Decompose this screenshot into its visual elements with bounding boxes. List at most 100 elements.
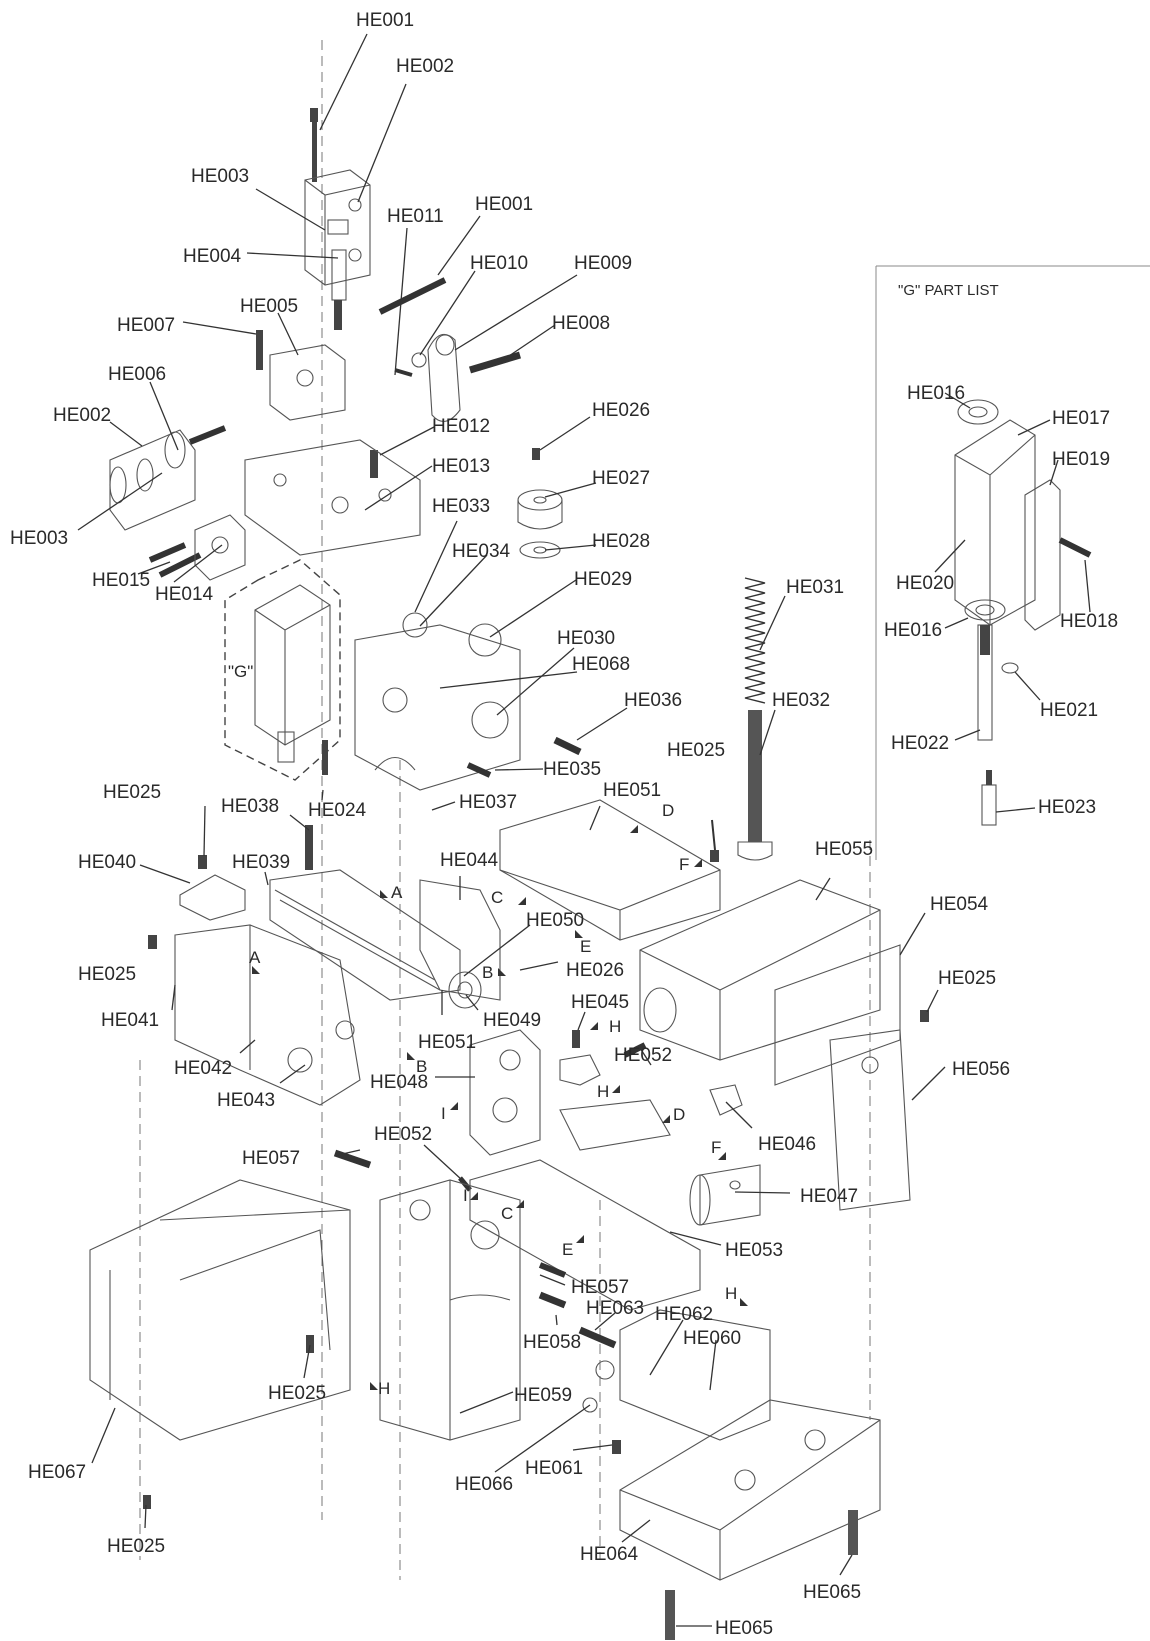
label-g-he016-mid: HE016 [884, 620, 942, 641]
label-he036: HE036 [624, 690, 682, 711]
label-he001-mid: HE001 [475, 194, 533, 215]
marker-f-mid: F [711, 1138, 721, 1157]
label-he006: HE006 [108, 364, 166, 385]
g-part-list-panel [875, 265, 1150, 860]
label-he061: HE061 [525, 1458, 583, 1479]
label-he008: HE008 [552, 313, 610, 334]
middle-assembly [148, 799, 929, 1311]
g-subassembly-box [224, 559, 341, 781]
label-he057-left: HE057 [242, 1148, 300, 1169]
label-he046: HE046 [758, 1134, 816, 1155]
axis-lines [139, 40, 871, 1580]
label-g-he021: HE021 [1040, 700, 1098, 721]
marker-h-right: H [725, 1284, 737, 1303]
label-he026-mid: HE026 [566, 960, 624, 981]
g-part-list-title: "G" PART LIST [898, 282, 999, 299]
label-he029: HE029 [574, 569, 632, 590]
marker-a-top: A [391, 883, 403, 902]
lower-assembly [89, 1179, 881, 1640]
label-he053: HE053 [725, 1240, 783, 1261]
marker-e-top: E [580, 937, 591, 956]
marker-e-mid: E [562, 1240, 573, 1259]
label-he045: HE045 [571, 992, 629, 1013]
marker-a-left: A [249, 948, 261, 967]
label-he033: HE033 [432, 496, 490, 517]
label-he025-bottom: HE025 [107, 1536, 165, 1557]
label-he007: HE007 [117, 315, 175, 336]
label-he059: HE059 [514, 1385, 572, 1406]
label-he027: HE027 [592, 468, 650, 489]
marker-f-top: F [679, 855, 689, 874]
label-he015: HE015 [92, 570, 150, 591]
label-he011: HE011 [387, 206, 444, 227]
label-he004: HE004 [183, 246, 242, 267]
label-he009: HE009 [574, 253, 632, 274]
g-part-list-labels: "G" PART LIST HE016 HE017 HE019 HE020 HE… [228, 282, 1118, 818]
label-g-he022: HE022 [891, 733, 949, 754]
label-he025-left: HE025 [103, 782, 161, 803]
spring-rod [737, 577, 773, 861]
label-he063: HE063 [586, 1298, 644, 1319]
label-he024: HE024 [308, 800, 367, 821]
label-he062: HE062 [655, 1304, 713, 1325]
label-he026-top: HE026 [592, 400, 650, 421]
leader-lines [77, 33, 1091, 1627]
label-g-he018: HE018 [1060, 611, 1118, 632]
label-he030: HE030 [557, 628, 615, 649]
label-he051-top: HE051 [603, 780, 661, 801]
reference-markers: D C A F E A B H B H I D F I C E H H [249, 801, 748, 1398]
label-he051-mid: HE051 [418, 1032, 476, 1053]
label-he031: HE031 [786, 577, 844, 598]
label-he042: HE042 [174, 1058, 232, 1079]
label-he064: HE064 [580, 1544, 639, 1565]
label-he049: HE049 [483, 1010, 541, 1031]
marker-h-mid: H [597, 1082, 609, 1101]
label-he043: HE043 [217, 1090, 275, 1111]
label-he047: HE047 [800, 1186, 858, 1207]
label-g-box: "G" [228, 662, 253, 681]
label-he002-top: HE002 [396, 56, 454, 77]
label-he067: HE067 [28, 1462, 86, 1483]
label-he025-lower: HE025 [268, 1383, 326, 1404]
marker-d-mid: D [673, 1105, 685, 1124]
label-he058: HE058 [523, 1332, 581, 1353]
label-he010: HE010 [470, 253, 528, 274]
label-he025-mid: HE025 [78, 964, 136, 985]
label-g-he023: HE023 [1038, 797, 1096, 818]
label-he028: HE028 [592, 531, 650, 552]
label-he055: HE055 [815, 839, 873, 860]
g-part-list-drawing [954, 399, 1092, 826]
label-he052-left: HE052 [374, 1124, 432, 1145]
label-he001-top: HE001 [356, 10, 414, 31]
label-he014: HE014 [155, 584, 214, 605]
label-he038: HE038 [221, 796, 279, 817]
marker-h-top: H [609, 1017, 621, 1036]
label-he041: HE041 [101, 1010, 159, 1031]
label-g-he017: HE017 [1052, 408, 1110, 429]
label-g-he016-top: HE016 [907, 383, 965, 404]
part-labels: HE001 HE002 HE003 HE004 HE011 HE001 HE01… [10, 10, 1010, 1639]
label-he066: HE066 [455, 1474, 513, 1495]
label-he005: HE005 [240, 296, 298, 317]
label-he034: HE034 [452, 541, 511, 562]
label-he039: HE039 [232, 852, 290, 873]
label-he032: HE032 [772, 690, 830, 711]
label-he060: HE060 [683, 1328, 741, 1349]
marker-b-mid: B [416, 1057, 427, 1076]
label-he057-mid: HE057 [571, 1277, 629, 1298]
label-g-he020: HE020 [896, 573, 954, 594]
label-he068: HE068 [572, 654, 630, 675]
label-he025-f: HE025 [667, 740, 725, 761]
marker-i-mid: I [463, 1186, 468, 1205]
marker-b-top: B [482, 963, 493, 982]
label-he025-right: HE025 [938, 968, 996, 989]
marker-d-top: D [662, 801, 674, 820]
label-he035: HE035 [543, 759, 601, 780]
label-he050: HE050 [526, 910, 584, 931]
label-g-he019: HE019 [1052, 449, 1110, 470]
label-he044: HE044 [440, 850, 499, 871]
label-he065-right: HE065 [803, 1582, 861, 1603]
label-he065-bottom: HE065 [715, 1618, 773, 1639]
label-he037: HE037 [459, 792, 517, 813]
marker-c-top: C [491, 888, 503, 907]
